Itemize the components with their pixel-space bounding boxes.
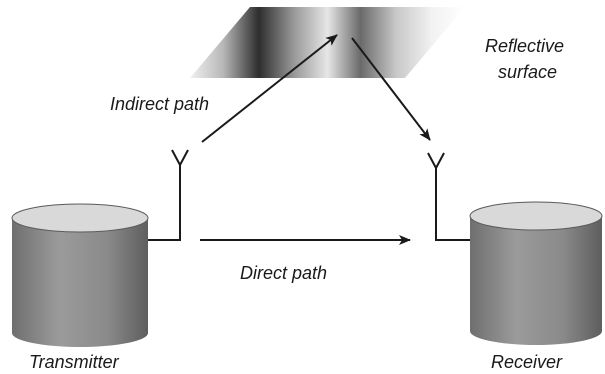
transmitter-antenna (148, 149, 189, 241)
receiver-label: Receiver (491, 352, 563, 372)
transmitter-label: Transmitter (29, 352, 120, 372)
reflective-surface-label-line1: Reflective (485, 36, 564, 56)
direct-path-label: Direct path (240, 263, 327, 283)
receiver-antenna (427, 152, 470, 241)
indirect-path-arrow-down (351, 37, 431, 141)
indirect-path-arrow-up (201, 34, 338, 143)
reflective-surface-label-line2: surface (498, 62, 557, 82)
receiver-cylinder (469, 201, 603, 345)
indirect-path-label: Indirect path (110, 94, 209, 114)
transmitter-cylinder (11, 203, 149, 347)
